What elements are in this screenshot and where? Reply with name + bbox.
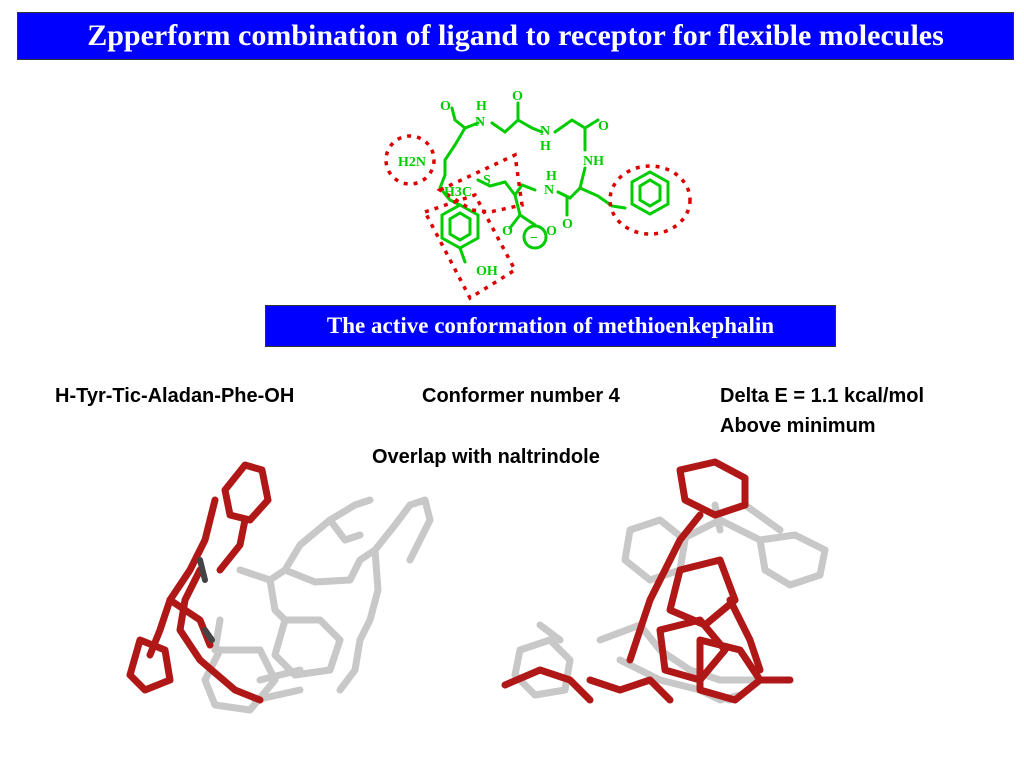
label-o5: O <box>502 224 513 239</box>
label-n1: N <box>475 115 485 130</box>
label-o3: O <box>598 119 609 134</box>
label-h2n: H2N <box>398 155 426 170</box>
overlap-model-right <box>501 458 829 704</box>
caption-box: The active conformation of methioenkepha… <box>265 305 836 347</box>
overlap-label: Overlap with naltrindole <box>372 446 600 468</box>
label-o6: O <box>546 224 557 239</box>
label-oh: OH <box>476 264 498 279</box>
label-h1: H <box>476 99 487 114</box>
pharmacophore-markers <box>384 134 692 301</box>
delta-e-label: Delta E = 1.1 kcal/mol <box>720 385 924 407</box>
label-minus: − <box>530 231 538 246</box>
label-h3c: H3C <box>444 185 472 200</box>
above-minimum-label: Above minimum <box>720 415 876 437</box>
label-o1: O <box>440 99 451 114</box>
molecule-bonds <box>438 101 670 264</box>
label-o4: O <box>562 217 573 232</box>
tyr-marker <box>422 192 518 301</box>
conformer-model-left <box>126 461 434 714</box>
label-s: S <box>483 173 491 188</box>
phe-ring-marker <box>608 164 692 236</box>
caption-text: The active conformation of methioenkepha… <box>326 313 775 338</box>
label-nh: NH <box>583 154 604 169</box>
label-h2: H <box>540 139 551 154</box>
label-n3: N <box>544 183 554 198</box>
met-marker <box>436 152 524 214</box>
amine-marker <box>384 134 436 186</box>
slide-title: Zpperform combination of ligand to recep… <box>87 19 944 52</box>
conformer-label: Conformer number 4 <box>422 385 620 407</box>
label-n2: N <box>540 124 550 139</box>
label-h3: H <box>546 169 557 184</box>
label-o2: O <box>512 89 523 104</box>
compound-label: H-Tyr-Tic-Aladan-Phe-OH <box>55 385 295 407</box>
atom-labels: O H N O N H O NH H2N S H3C H N O O O OH … <box>398 89 609 279</box>
title-bar: Zpperform combination of ligand to recep… <box>17 12 1014 60</box>
